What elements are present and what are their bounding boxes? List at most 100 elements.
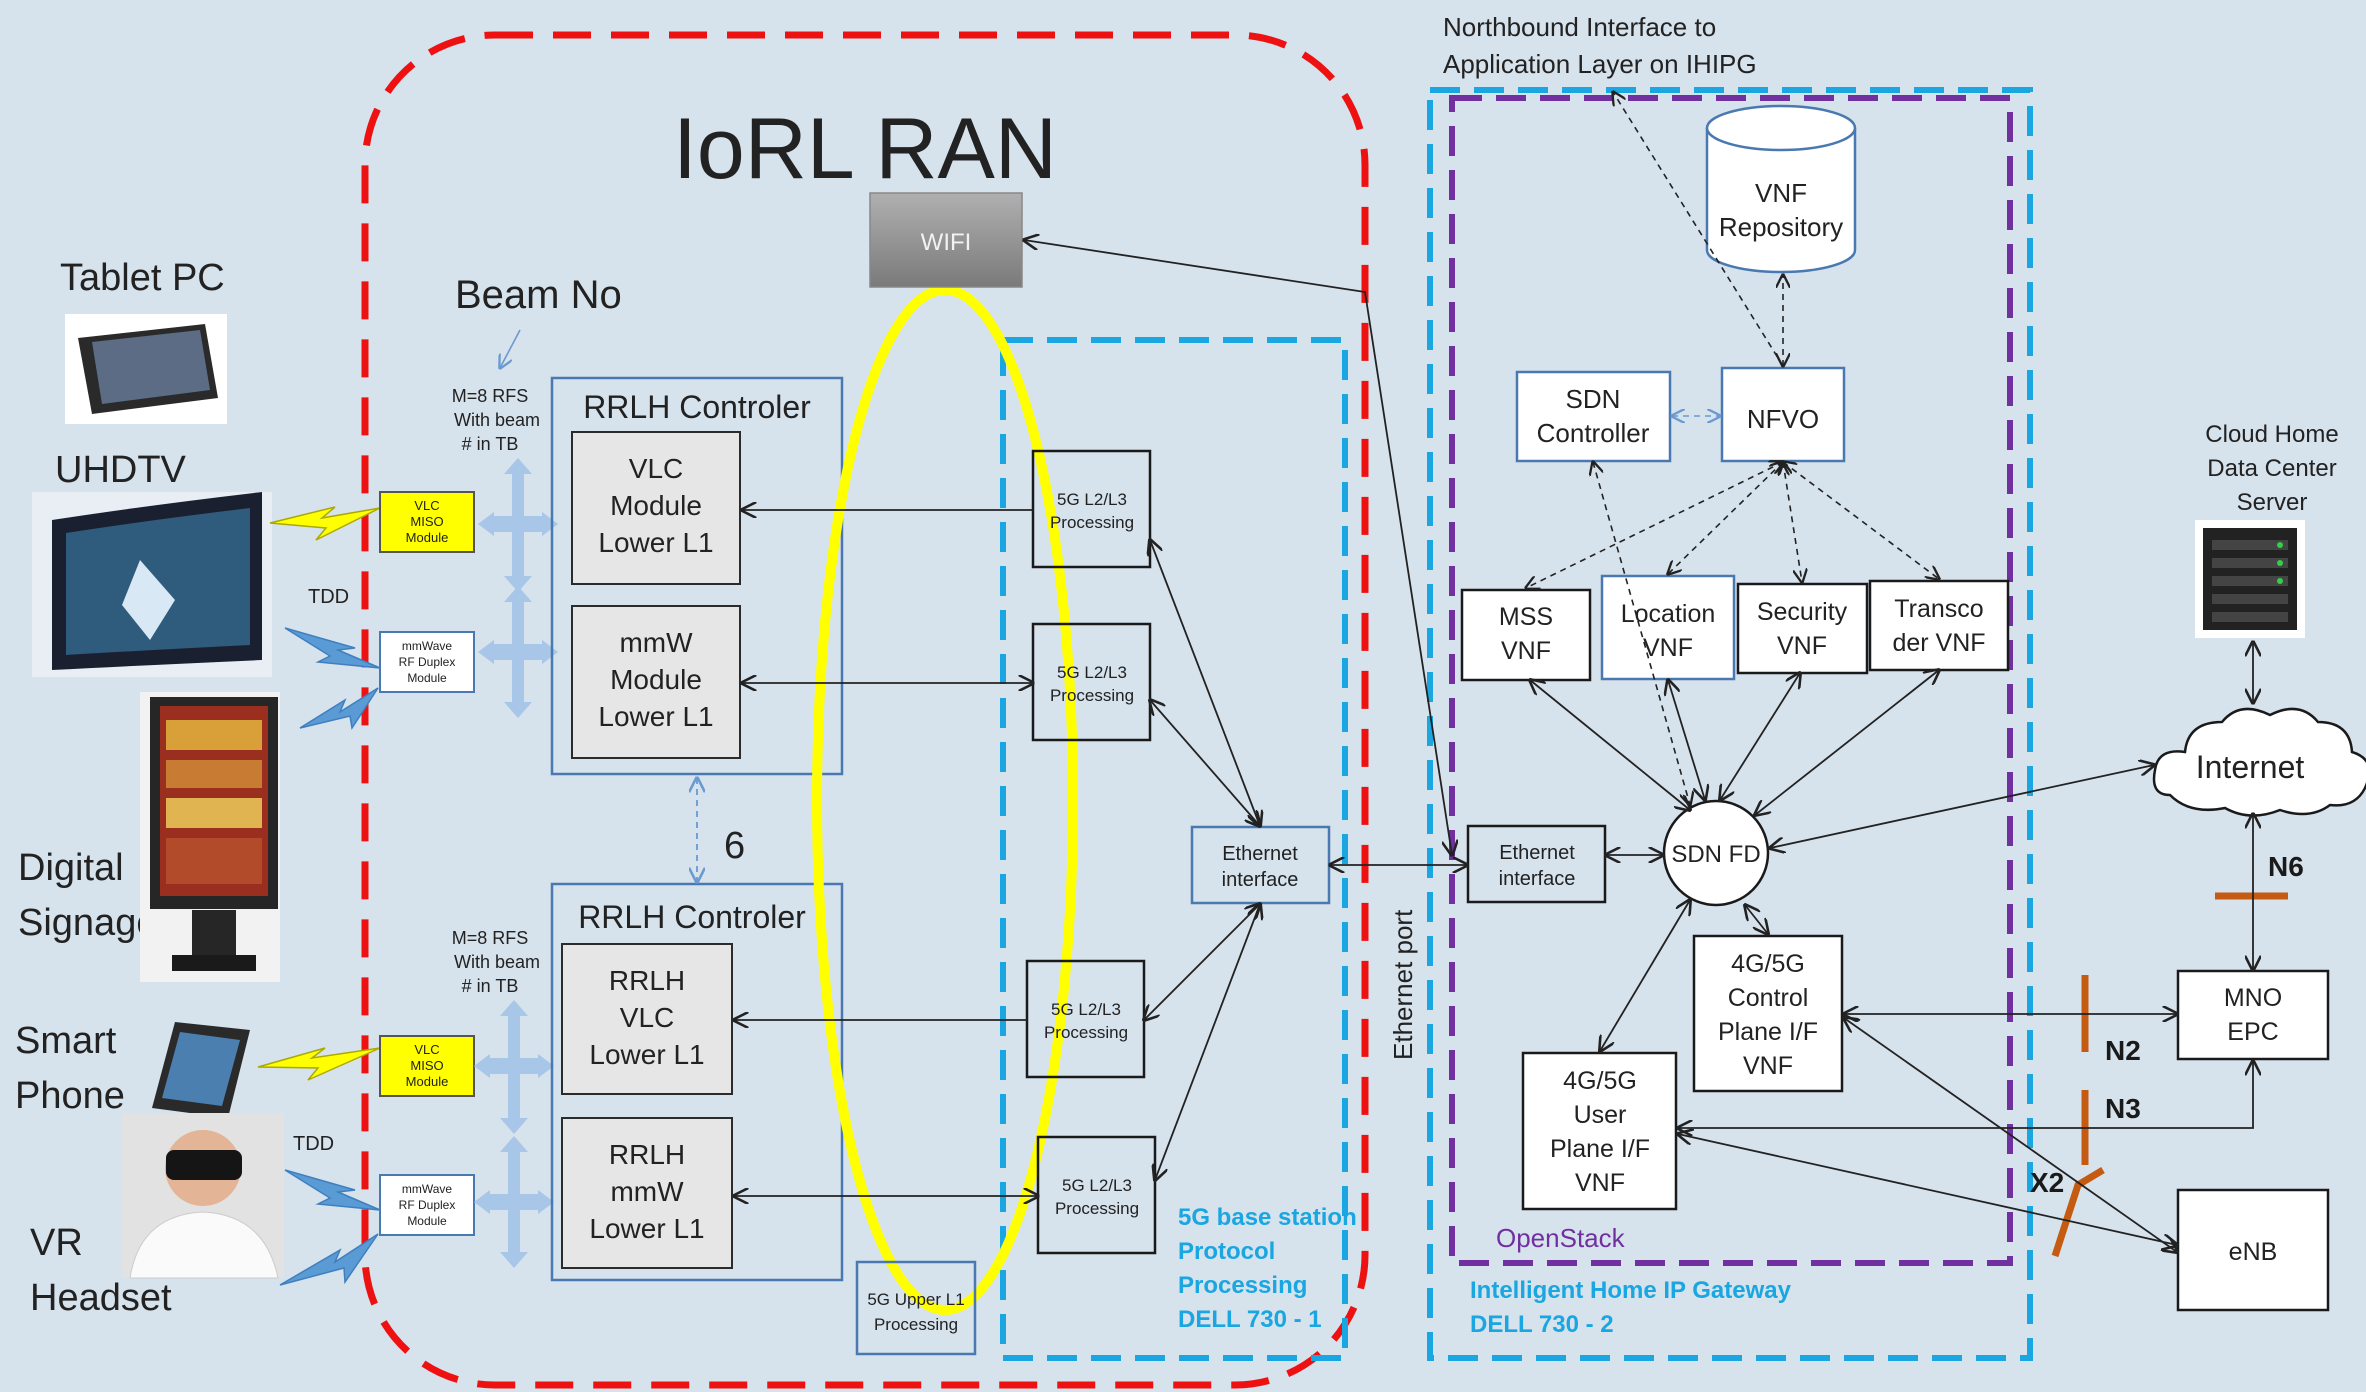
svg-text:NFVO: NFVO	[1747, 404, 1819, 434]
svg-text:WIFI: WIFI	[921, 229, 972, 256]
svg-text:RF Duplex: RF Duplex	[399, 1198, 456, 1212]
svg-text:VLC: VLC	[414, 498, 439, 513]
l2l3-processing-4: 5G L2/L3 Processing	[1036, 1135, 1157, 1255]
phone-label-2: Phone	[15, 1075, 125, 1117]
cloud-home-label: Cloud Home Data Center Server	[2205, 421, 2338, 516]
six-label: 6	[724, 825, 745, 867]
digital-signage-image	[140, 692, 280, 982]
l2l3-processing-3: 5G L2/L3 Processing	[1025, 959, 1146, 1079]
svg-text:Cloud Home: Cloud Home	[2205, 421, 2338, 448]
tdd-label-upper: TDD	[308, 586, 349, 608]
upper-l1-processing: 5G Upper L1 Processing	[855, 1260, 977, 1356]
rrlh-vlc-lower-l1: RRLH VLC Lower L1	[561, 943, 733, 1095]
vr-label-2: Headset	[30, 1277, 172, 1319]
svg-text:MISO: MISO	[410, 1058, 443, 1073]
ethernet-interface-bs: Ethernet interface	[1190, 825, 1331, 905]
svg-text:Processing: Processing	[1050, 686, 1134, 705]
beam-cross-arrows-4	[474, 1136, 554, 1268]
svg-text:RF Duplex: RF Duplex	[399, 655, 456, 669]
svg-text:5G L2/L3: 5G L2/L3	[1062, 1176, 1132, 1195]
svg-text:Protocol: Protocol	[1178, 1238, 1275, 1265]
svg-text:Lower L1: Lower L1	[589, 1039, 704, 1070]
n3-label: N3	[2105, 1093, 2141, 1124]
svg-text:5G L2/L3: 5G L2/L3	[1057, 490, 1127, 509]
iorl-ran-boundary	[361, 31, 1369, 1389]
svg-text:EPC: EPC	[2227, 1018, 2278, 1046]
svg-text:With beam: With beam	[454, 410, 540, 430]
svg-text:Processing: Processing	[874, 1315, 958, 1334]
svg-text:Lower L1: Lower L1	[598, 701, 713, 732]
ethernet-interface-gw: Ethernet interface	[1466, 824, 1607, 904]
security-vnf: Security VNF	[1736, 582, 1869, 675]
base-station-label: 5G base station Protocol Processing DELL…	[1178, 1204, 1357, 1333]
wifi-coverage-ellipse	[812, 285, 1078, 1315]
svg-text:Module: Module	[406, 530, 449, 545]
tablet-label: Tablet PC	[60, 257, 225, 299]
svg-text:VNF: VNF	[1743, 1052, 1793, 1080]
rfs-note-upper: M=8 RFS With beam # in TB	[452, 386, 540, 454]
svg-text:With beam: With beam	[454, 952, 540, 972]
svg-text:Processing: Processing	[1178, 1272, 1307, 1299]
vlc-miso-module-upper: VLC MISO Module	[379, 491, 475, 553]
n2-label: N2	[2105, 1035, 2141, 1066]
svg-text:5G base station: 5G base station	[1178, 1204, 1357, 1231]
mmwave-duplex-module-upper: mmWave RF Duplex Module	[379, 631, 475, 693]
tdd-label-lower: TDD	[293, 1133, 334, 1155]
svg-text:interface: interface	[1222, 869, 1299, 891]
gateway-label: Intelligent Home IP Gateway DELL 730 - 2	[1470, 1277, 1792, 1338]
svg-text:VNF: VNF	[1755, 178, 1807, 208]
northbound-label-2: Application Layer on IHIPG	[1443, 49, 1757, 79]
beam-no-label: Beam No	[455, 273, 622, 317]
tablet-image	[65, 314, 227, 424]
svg-text:MNO: MNO	[2224, 984, 2282, 1012]
svg-text:Module: Module	[406, 1074, 449, 1089]
control-plane-vnf: 4G/5G Control Plane I/F VNF	[1692, 934, 1844, 1093]
vr-label-1: VR	[30, 1222, 83, 1264]
svg-text:VNF: VNF	[1643, 634, 1693, 662]
svg-text:RRLH Controler: RRLH Controler	[583, 389, 811, 425]
svg-text:DELL 730 - 2: DELL 730 - 2	[1470, 1311, 1614, 1338]
sdn-fd: SDN FD	[1662, 799, 1770, 907]
signage-label-1: Digital	[18, 847, 124, 889]
transcoder-vnf: Transco der VNF	[1868, 579, 2010, 672]
enb: eNB	[2176, 1188, 2330, 1312]
svg-text:Security: Security	[1757, 598, 1848, 626]
svg-text:5G Upper L1: 5G Upper L1	[867, 1290, 964, 1309]
internet-cloud: Internet	[2152, 707, 2366, 817]
svg-text:Lower L1: Lower L1	[598, 527, 713, 558]
svg-text:5G L2/L3: 5G L2/L3	[1051, 1000, 1121, 1019]
rfs-note-lower: M=8 RFS With beam # in TB	[452, 928, 540, 996]
svg-text:Module: Module	[610, 664, 702, 695]
svg-text:eNB: eNB	[2229, 1238, 2278, 1266]
svg-text:Processing: Processing	[1055, 1199, 1139, 1218]
svg-text:der VNF: der VNF	[1892, 629, 1985, 657]
svg-text:Plane I/F: Plane I/F	[1550, 1135, 1650, 1163]
phone-label-1: Smart	[15, 1020, 117, 1062]
svg-text:Transco: Transco	[1894, 595, 1983, 623]
svg-text:mmW: mmW	[610, 1176, 684, 1207]
svg-text:SDN: SDN	[1566, 384, 1621, 414]
l2l3-processing-2: 5G L2/L3 Processing	[1031, 622, 1152, 742]
svg-text:MSS: MSS	[1499, 603, 1553, 631]
svg-text:mmWave: mmWave	[402, 639, 453, 653]
user-plane-vnf: 4G/5G User Plane I/F VNF	[1521, 1051, 1678, 1211]
svg-text:Controller: Controller	[1537, 418, 1650, 448]
mno-epc: MNO EPC	[2176, 969, 2330, 1061]
iorl-ran-title: IoRL RAN	[673, 101, 1057, 197]
svg-text:SDN FD: SDN FD	[1671, 841, 1760, 868]
svg-text:Processing: Processing	[1050, 513, 1134, 532]
svg-text:5G L2/L3: 5G L2/L3	[1057, 663, 1127, 682]
svg-text:Internet: Internet	[2196, 749, 2305, 785]
svg-text:Intelligent Home IP Gateway: Intelligent Home IP Gateway	[1470, 1277, 1792, 1304]
svg-text:Location: Location	[1621, 600, 1716, 628]
svg-text:Repository: Repository	[1719, 212, 1843, 242]
svg-text:Ethernet: Ethernet	[1222, 843, 1298, 865]
svg-text:MISO: MISO	[410, 514, 443, 529]
svg-text:Processing: Processing	[1044, 1023, 1128, 1042]
svg-text:RRLH: RRLH	[609, 1139, 685, 1170]
svg-text:Control: Control	[1728, 984, 1809, 1012]
location-vnf: Location VNF	[1600, 574, 1736, 681]
svg-text:M=8 RFS: M=8 RFS	[452, 928, 529, 948]
svg-text:Data Center: Data Center	[2207, 455, 2336, 482]
